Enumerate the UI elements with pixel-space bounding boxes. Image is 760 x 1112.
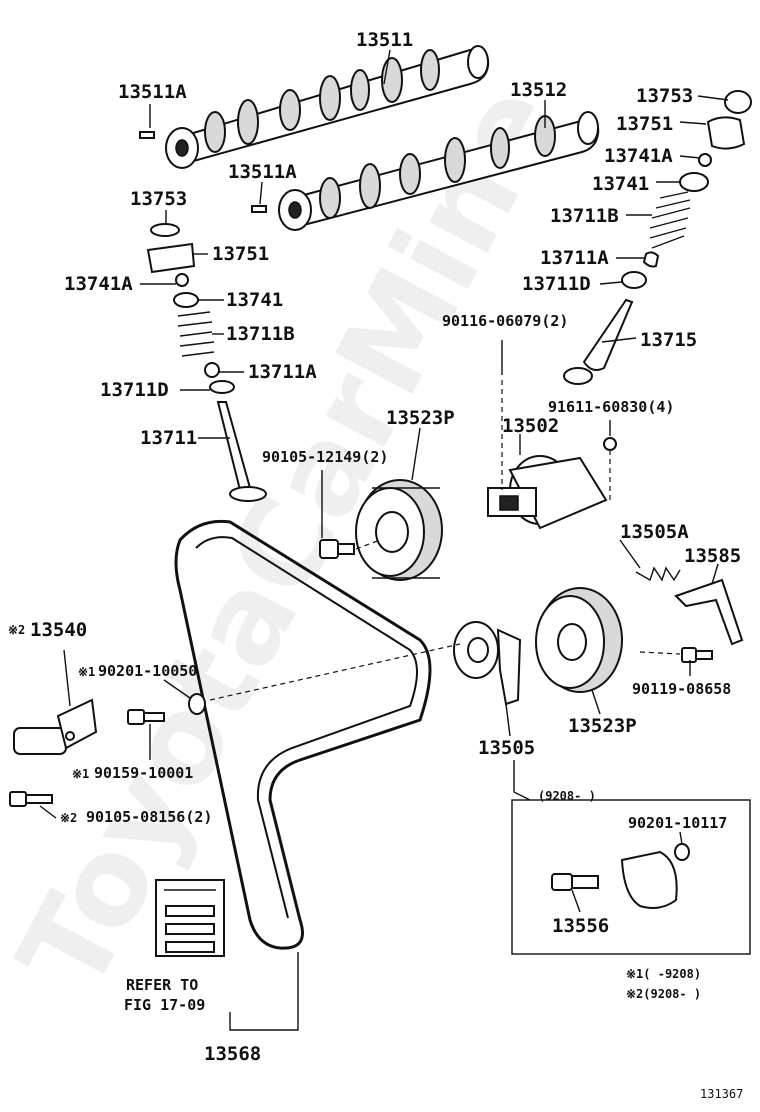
dash-bolt-90119 <box>639 651 681 655</box>
bolt-90105-12149[interactable] <box>319 539 355 559</box>
label-13751-left: 13751 <box>212 243 269 265</box>
label-13556: 13556 <box>552 915 609 937</box>
timing-belt-13568[interactable] <box>174 519 432 950</box>
label-13505: 13505 <box>478 737 535 759</box>
note-2: ※2(9208- ) <box>626 987 701 1001</box>
label-13540: 13540 <box>30 619 87 641</box>
label-13511A-mid: 13511A <box>228 161 297 183</box>
label-13502: 13502 <box>502 415 559 437</box>
label-13715: 13715 <box>640 329 697 351</box>
label-90159: 90159-10001 <box>94 764 193 782</box>
label-13711B-right: 13711B <box>550 205 619 227</box>
inset-range: (9208- ) <box>538 789 596 803</box>
label-13511: 13511 <box>356 29 413 51</box>
refer-line-1: REFER TO <box>126 976 198 994</box>
bracket-13585[interactable] <box>674 578 744 646</box>
dash-bolt <box>355 539 381 550</box>
dash-sensor <box>209 643 461 701</box>
label-13523P-bottom: 13523P <box>568 715 637 737</box>
bolt-90105-08156[interactable] <box>9 791 53 807</box>
label-13711D-right: 13711D <box>522 273 591 295</box>
knock-pin-upper[interactable] <box>139 131 155 139</box>
label-13741-left: 13741 <box>226 289 283 311</box>
label-13711A-right: 13711A <box>540 247 609 269</box>
label-13741A-left: 13741A <box>64 273 133 295</box>
label-13753-left: 13753 <box>130 188 187 210</box>
label-13753-right: 13753 <box>636 85 693 107</box>
washer-90201-10117[interactable] <box>674 843 690 861</box>
label-90105-12149: 90105-12149(2) <box>262 448 388 466</box>
label-91611: 91611-60830(4) <box>548 398 674 416</box>
label-13741A-right: 13741A <box>604 145 673 167</box>
refer-line-2: FIG 17-09 <box>124 996 205 1014</box>
timing-pulley-lower[interactable] <box>535 587 623 693</box>
bolt-90159-10001[interactable] <box>127 709 165 725</box>
label-13523P-top: 13523P <box>386 407 455 429</box>
label-13711B-left: 13711B <box>226 323 295 345</box>
tensioner-13502[interactable] <box>487 455 608 530</box>
label-13711: 13711 <box>140 427 197 449</box>
bolt-90119-08658[interactable] <box>681 647 713 663</box>
sensor-13540[interactable] <box>13 698 98 755</box>
label-90201-10117: 90201-10117 <box>628 814 727 832</box>
label-90119: 90119-08658 <box>632 680 731 698</box>
label-13512: 13512 <box>510 79 567 101</box>
camshaft-13511[interactable] <box>165 45 490 169</box>
leader-lines <box>39 49 729 1031</box>
label-13751-right: 13751 <box>616 113 673 135</box>
mark-1-washer: ※1 <box>78 665 95 679</box>
camshaft-13512[interactable] <box>278 111 600 231</box>
label-90201-10050: 90201-10050 <box>98 662 197 680</box>
mark-1-bolt: ※1 <box>72 767 89 781</box>
label-90105-08156: 90105-08156(2) <box>86 808 212 826</box>
label-13511A-top: 13511A <box>118 81 187 103</box>
label-13741-right: 13741 <box>592 173 649 195</box>
mark-2-bolt: ※2 <box>60 811 77 825</box>
knock-pin-lower[interactable] <box>251 205 267 213</box>
timing-belt-inner <box>195 536 418 919</box>
label-13568: 13568 <box>204 1043 261 1065</box>
label-90116: 90116-06079(2) <box>442 312 568 330</box>
bolt-13556[interactable] <box>551 873 599 891</box>
valve-stack-left[interactable] <box>146 223 267 502</box>
refer-figure-icon[interactable] <box>155 879 225 957</box>
spring-13505A[interactable] <box>635 566 681 582</box>
label-13711A-left: 13711A <box>248 361 317 383</box>
timing-pulley-upper[interactable] <box>355 479 443 581</box>
label-13505A: 13505A <box>620 521 689 543</box>
label-13585: 13585 <box>684 545 741 567</box>
mark-2-sensor: ※2 <box>8 623 25 637</box>
idler-13505[interactable] <box>453 621 522 706</box>
figure-number: 131367 <box>700 1087 743 1101</box>
nut-91611[interactable] <box>603 437 617 451</box>
note-1: ※1( -9208) <box>626 967 701 981</box>
label-13711D-left: 13711D <box>100 379 169 401</box>
inset-frame <box>511 799 751 955</box>
cover-inset[interactable] <box>620 850 678 909</box>
washer-90201-10050[interactable] <box>188 693 206 715</box>
